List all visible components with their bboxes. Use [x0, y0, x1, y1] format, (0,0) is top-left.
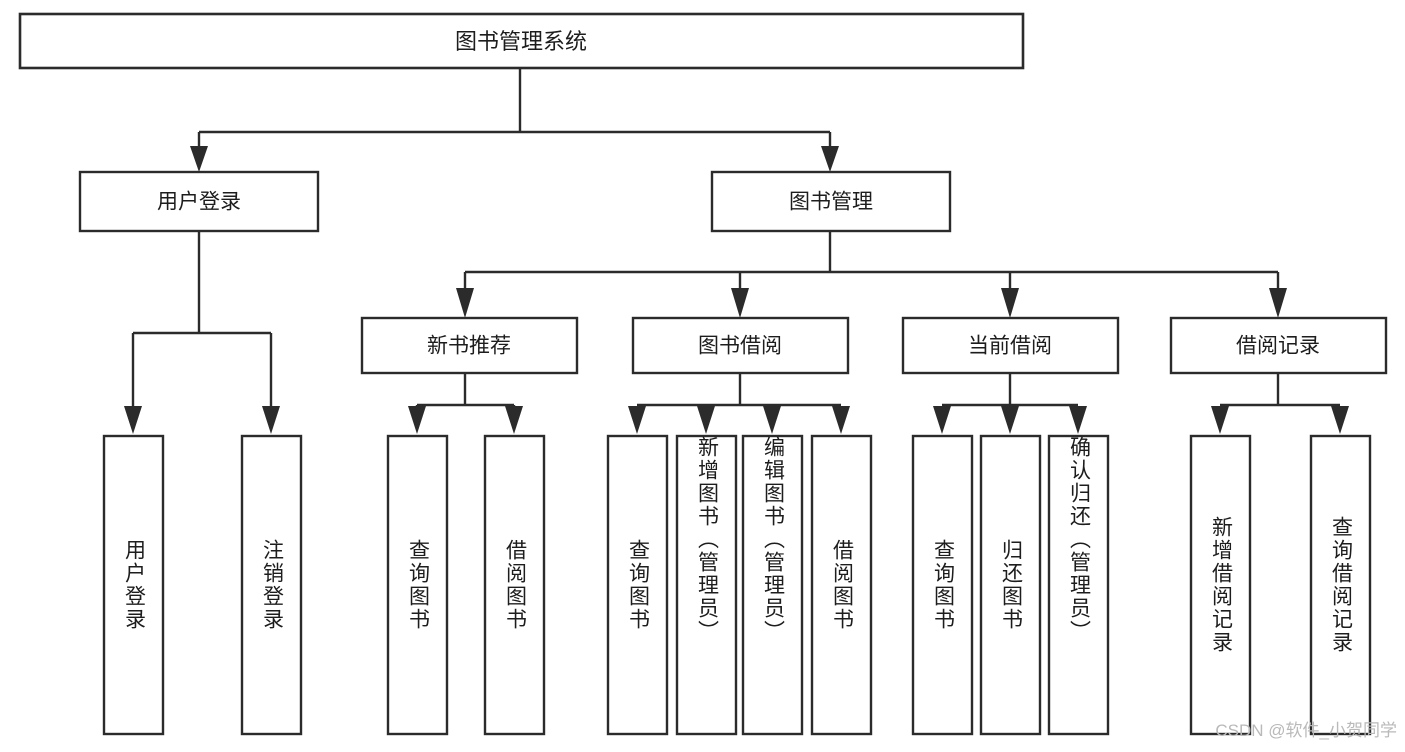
connector-group-book-borrow — [628, 373, 850, 434]
arrow-user-login-child-1 — [124, 406, 142, 434]
node-new-book-recommend-label: 新书推荐 — [427, 335, 511, 358]
arrow-nbr-child-1 — [408, 406, 426, 434]
node-new-book-recommend-box[interactable] — [360, 316, 579, 375]
arrow-root-to-user-login — [190, 146, 208, 172]
connector-group-root — [190, 68, 839, 172]
leaf-box-borrow-book-2[interactable] — [810, 434, 873, 736]
node-new-book-recommend[interactable]: 新书推荐 — [360, 316, 579, 375]
connector-group-user-login — [124, 231, 280, 434]
leaf-group-user-login — [102, 434, 303, 736]
arrow-bb-child-4 — [832, 406, 850, 434]
leaf-group-borrow-record — [1189, 434, 1372, 736]
node-book-borrow-box[interactable] — [631, 316, 850, 375]
node-root[interactable]: 图书管理系统 — [18, 12, 1025, 70]
arrow-nbr-child-2 — [505, 406, 523, 434]
arrow-bm-to-book-borrow — [731, 288, 749, 318]
node-root-box[interactable] — [18, 12, 1025, 70]
node-current-borrow[interactable]: 当前借阅 — [901, 316, 1120, 375]
arrow-br-child-2 — [1331, 406, 1349, 434]
node-borrow-record[interactable]: 借阅记录 — [1169, 316, 1388, 375]
leaf-box-query-record[interactable] — [1309, 434, 1372, 736]
arrow-br-child-1 — [1211, 406, 1229, 434]
leaf-box-user-login[interactable] — [102, 434, 165, 736]
node-current-borrow-box[interactable] — [901, 316, 1120, 375]
node-book-management-box[interactable] — [710, 170, 952, 233]
arrow-bm-to-current-borrow — [1001, 288, 1019, 318]
leaf-box-query-book-1[interactable] — [386, 434, 449, 736]
arrow-bb-child-2 — [697, 406, 715, 434]
arrow-bm-to-new-book — [456, 288, 474, 318]
node-current-borrow-label: 当前借阅 — [968, 335, 1052, 358]
csdn-watermark: CSDN @软件_小贺同学 — [1215, 721, 1397, 740]
node-borrow-record-box[interactable] — [1169, 316, 1388, 375]
node-book-borrow-label: 图书借阅 — [698, 335, 782, 358]
leaf-box-user-logout[interactable] — [240, 434, 303, 736]
leaf-group-book-borrow — [606, 434, 873, 736]
node-root-label: 图书管理系统 — [455, 29, 587, 54]
arrow-cb-child-2 — [1001, 406, 1019, 434]
arrow-cb-child-1 — [933, 406, 951, 434]
arrow-bb-child-1 — [628, 406, 646, 434]
node-book-management[interactable]: 图书管理 — [710, 170, 952, 233]
arrow-bb-child-3 — [763, 406, 781, 434]
leaf-group-current-borrow — [911, 434, 1110, 736]
arrow-bm-to-borrow-record — [1269, 288, 1287, 318]
leaf-box-return-book[interactable] — [979, 434, 1042, 736]
node-book-management-label: 图书管理 — [789, 191, 873, 214]
leaf-box-query-book-2[interactable] — [606, 434, 669, 736]
arrow-user-login-child-2 — [262, 406, 280, 434]
arrow-root-to-book-management — [821, 146, 839, 172]
connector-group-book-management — [456, 231, 1287, 318]
leaf-box-edit-book[interactable] — [741, 434, 804, 736]
arrow-cb-child-3 — [1069, 406, 1087, 434]
connector-group-new-book-recommend — [408, 373, 523, 434]
leaf-group-new-book-recommend — [386, 434, 546, 736]
node-user-login-box[interactable] — [78, 170, 320, 233]
leaf-box-borrow-book-1[interactable] — [483, 434, 546, 736]
connector-group-borrow-record — [1211, 373, 1349, 434]
leaf-box-add-book[interactable] — [675, 434, 738, 736]
leaf-box-confirm-return[interactable] — [1047, 434, 1110, 736]
leaf-box-add-record[interactable] — [1189, 434, 1252, 736]
connector-group-current-borrow — [933, 373, 1087, 434]
node-user-login-label: 用户登录 — [157, 191, 241, 214]
leaf-box-query-book-3[interactable] — [911, 434, 974, 736]
node-borrow-record-label: 借阅记录 — [1236, 335, 1320, 358]
node-user-login[interactable]: 用户登录 — [78, 170, 320, 233]
node-book-borrow[interactable]: 图书借阅 — [631, 316, 850, 375]
